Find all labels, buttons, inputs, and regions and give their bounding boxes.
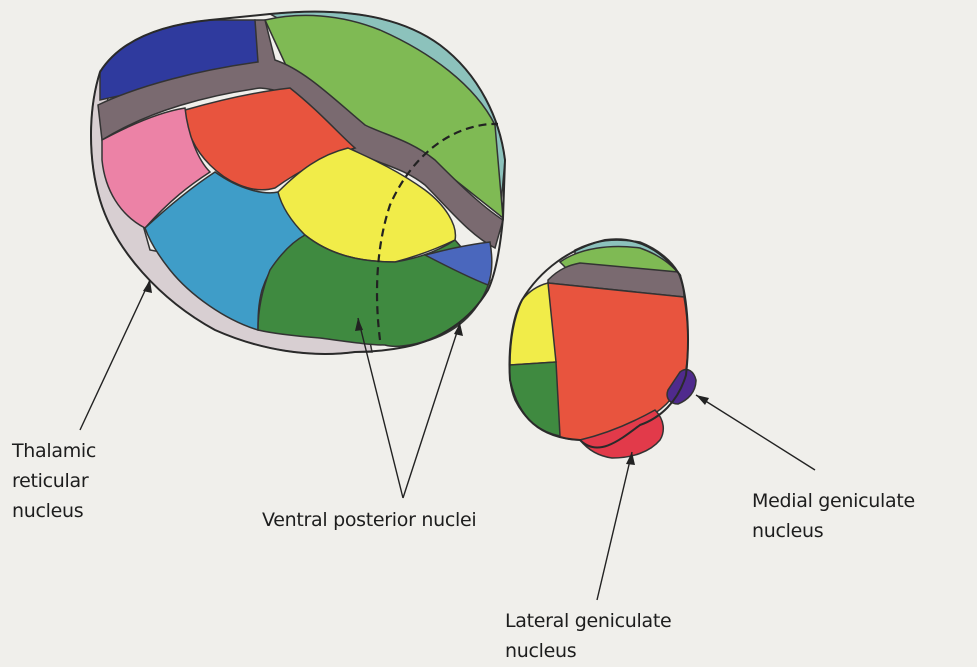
label-line: nucleus	[12, 496, 96, 526]
label-medial-geniculate-nucleus: Medial geniculate nucleus	[752, 486, 915, 546]
small-red-region	[548, 283, 688, 440]
label-line: Ventral posterior nuclei	[262, 505, 476, 535]
large-thalamus-section	[91, 12, 505, 354]
label-line: Lateral geniculate	[505, 606, 671, 636]
label-lateral-geniculate-nucleus: Lateral geniculate nucleus	[505, 606, 671, 666]
label-line: nucleus	[505, 636, 671, 666]
small-thalamus-section	[510, 239, 697, 458]
label-line: Medial geniculate	[752, 486, 915, 516]
pointer-ventral-right	[403, 323, 460, 498]
pointer-reticular	[80, 280, 150, 430]
small-yellow-region	[510, 283, 556, 365]
arrowhead-medial-geniculate	[696, 395, 709, 405]
label-line: nucleus	[752, 516, 915, 546]
label-ventral-posterior-nuclei: Ventral posterior nuclei	[262, 505, 476, 535]
pointer-medial-geniculate	[696, 395, 815, 470]
pointer-lateral-geniculate	[597, 452, 632, 600]
label-thalamic-reticular-nucleus: Thalamic reticular nucleus	[12, 436, 96, 526]
label-line: reticular	[12, 466, 96, 496]
label-line: Thalamic	[12, 436, 96, 466]
